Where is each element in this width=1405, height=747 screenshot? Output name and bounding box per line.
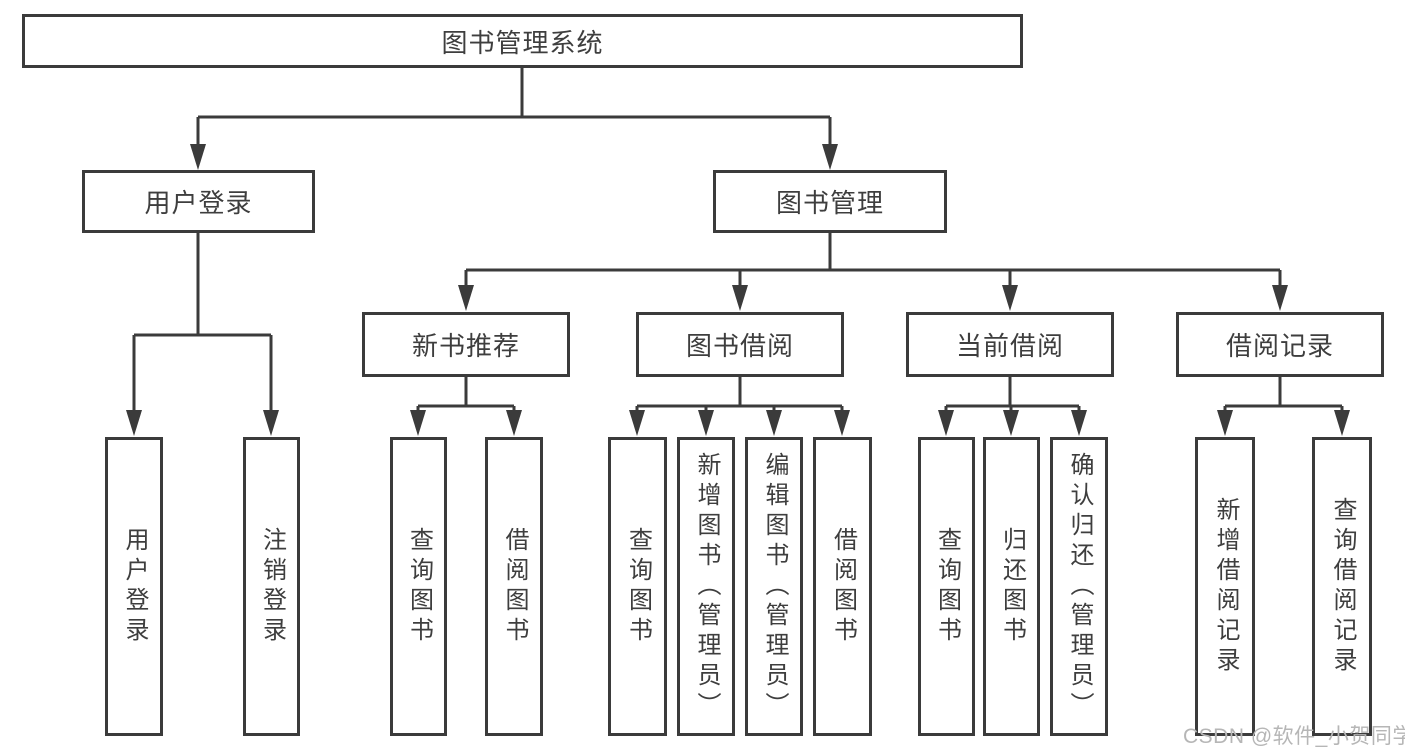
leaf-query-borrow-record-label: 查询借阅记录: [1329, 496, 1356, 677]
leaf-query-books-2: 查询图书: [608, 437, 667, 736]
leaf-borrow-books-1: 借阅图书: [485, 437, 543, 736]
node-new-book-recommend-label: 新书推荐: [411, 331, 520, 361]
leaf-return-books-label: 归还图书: [998, 526, 1026, 647]
arrowheads: [126, 144, 1350, 436]
leaf-query-books-1-label: 查询图书: [405, 526, 433, 647]
node-book-borrow: 图书借阅: [636, 312, 844, 377]
node-root-label: 图书管理系统: [441, 27, 604, 58]
leaf-confirm-return-admin-label: 确认归还（管理员）: [1066, 451, 1093, 722]
leaf-add-books-admin-label: 新增图书（管理员）: [693, 451, 720, 722]
node-new-book-recommend: 新书推荐: [362, 312, 570, 377]
leaf-borrow-books-2-label: 借阅图书: [829, 526, 857, 647]
leaf-borrow-books-2: 借阅图书: [813, 437, 872, 736]
node-book-borrow-label: 图书借阅: [685, 331, 794, 361]
leaf-add-books-admin: 新增图书（管理员）: [677, 437, 735, 736]
leaf-query-borrow-record: 查询借阅记录: [1312, 437, 1372, 736]
leaf-query-books-1: 查询图书: [390, 437, 447, 736]
node-current-borrow: 当前借阅: [906, 312, 1114, 377]
leaf-user-login-label: 用户登录: [121, 526, 148, 647]
node-user-login-label: 用户登录: [144, 188, 253, 218]
leaf-query-books-3: 查询图书: [918, 437, 975, 736]
leaf-logout-label: 注销登录: [258, 526, 286, 647]
leaf-logout: 注销登录: [243, 437, 300, 736]
csdn-watermark: CSDN @软件_小贺同学: [1183, 725, 1405, 747]
node-current-borrow-label: 当前借阅: [955, 331, 1064, 361]
node-borrow-records: 借阅记录: [1176, 312, 1384, 377]
leaf-return-books: 归还图书: [983, 437, 1040, 736]
leaf-query-books-2-label: 查询图书: [624, 526, 652, 647]
leaf-add-borrow-record-label: 新增借阅记录: [1212, 496, 1239, 677]
leaf-confirm-return-admin: 确认归还（管理员）: [1050, 437, 1108, 736]
leaf-edit-books-admin-label: 编辑图书（管理员）: [761, 451, 788, 722]
leaf-edit-books-admin: 编辑图书（管理员）: [745, 437, 803, 736]
leaf-query-books-3-label: 查询图书: [933, 526, 961, 647]
node-borrow-records-label: 借阅记录: [1225, 331, 1334, 361]
leaf-user-login: 用户登录: [105, 437, 163, 736]
node-book-management: 图书管理: [713, 170, 947, 233]
leaf-add-borrow-record: 新增借阅记录: [1195, 437, 1255, 736]
node-book-management-label: 图书管理: [775, 188, 884, 218]
leaf-borrow-books-1-label: 借阅图书: [501, 526, 528, 647]
node-user-login: 用户登录: [82, 170, 315, 233]
node-root: 图书管理系统: [22, 14, 1023, 68]
